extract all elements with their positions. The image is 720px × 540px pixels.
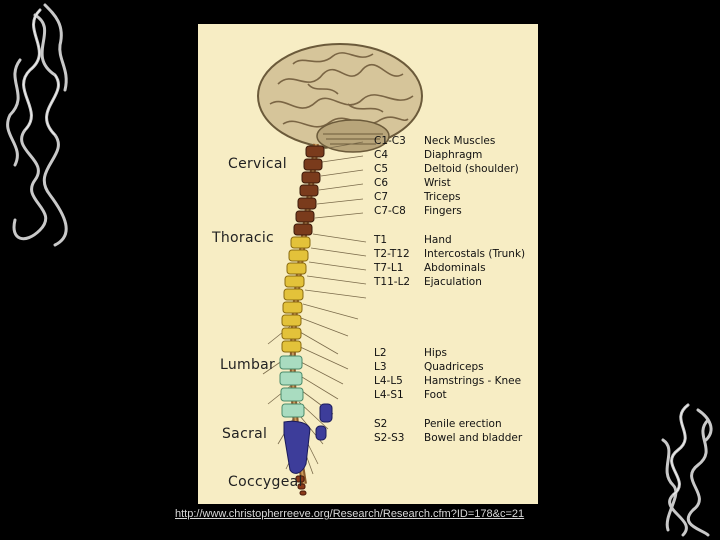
region-label-sacral: Sacral <box>222 426 268 442</box>
spinal-cord-diagram: Cervical Thoracic Lumbar Sacral Coccygea… <box>198 24 538 504</box>
lumbar-vertebrae <box>279 355 305 418</box>
function-label: Bowel and bladder <box>424 432 523 444</box>
function-label: Fingers <box>424 205 462 217</box>
region-label-coccygeal: Coccygeal <box>228 474 303 490</box>
level-label: L3 <box>374 361 387 373</box>
cervical-vertebrae <box>293 145 325 236</box>
function-label: Hamstrings - Knee <box>424 375 522 387</box>
level-label: T7-L1 <box>374 262 404 274</box>
function-label: Wrist <box>424 177 451 189</box>
function-label: Penile erection <box>424 418 502 430</box>
source-link[interactable]: http://www.christopherreeve.org/Research… <box>175 508 525 520</box>
level-label: T11-L2 <box>374 276 411 288</box>
level-label: T2-T12 <box>374 248 410 260</box>
function-label: Neck Muscles <box>424 135 496 147</box>
level-label: C1-C3 <box>374 135 406 147</box>
function-label: Quadriceps <box>424 361 484 373</box>
level-label: L4-S1 <box>374 389 404 401</box>
level-label: L2 <box>374 347 387 359</box>
spinal-illustration <box>257 43 423 496</box>
function-label: Foot <box>424 389 447 401</box>
function-label: Triceps <box>424 191 461 203</box>
nerve-roots <box>262 141 367 475</box>
level-label: T1 <box>374 234 388 246</box>
function-label: Hand <box>424 234 452 246</box>
level-label: C5 <box>374 163 389 175</box>
brain <box>257 43 423 153</box>
level-label: C6 <box>374 177 389 189</box>
function-label: Diaphragm <box>424 149 483 161</box>
wire-sculpture-bottom-right <box>661 403 713 537</box>
region-label-thoracic: Thoracic <box>212 230 275 246</box>
thoracic-vertebrae <box>281 236 311 353</box>
region-label-cervical: Cervical <box>228 156 287 172</box>
level-label: S2 <box>374 418 388 430</box>
level-label: C7-C8 <box>374 205 406 217</box>
sacral-vertebrae <box>283 403 333 474</box>
function-label: Ejaculation <box>424 276 482 288</box>
region-label-lumbar: Lumbar <box>220 357 276 373</box>
level-label: C4 <box>374 149 389 161</box>
function-label: Abdominals <box>424 262 486 274</box>
coccyx <box>295 475 307 496</box>
level-label: C7 <box>374 191 389 203</box>
function-label: Deltoid (shoulder) <box>424 163 519 175</box>
level-label: L4-L5 <box>374 375 403 387</box>
function-label: Hips <box>424 347 447 359</box>
wire-sculpture-top-left <box>6 3 68 247</box>
level-label: S2-S3 <box>374 432 405 444</box>
function-label: Intercostals (Trunk) <box>424 248 526 260</box>
